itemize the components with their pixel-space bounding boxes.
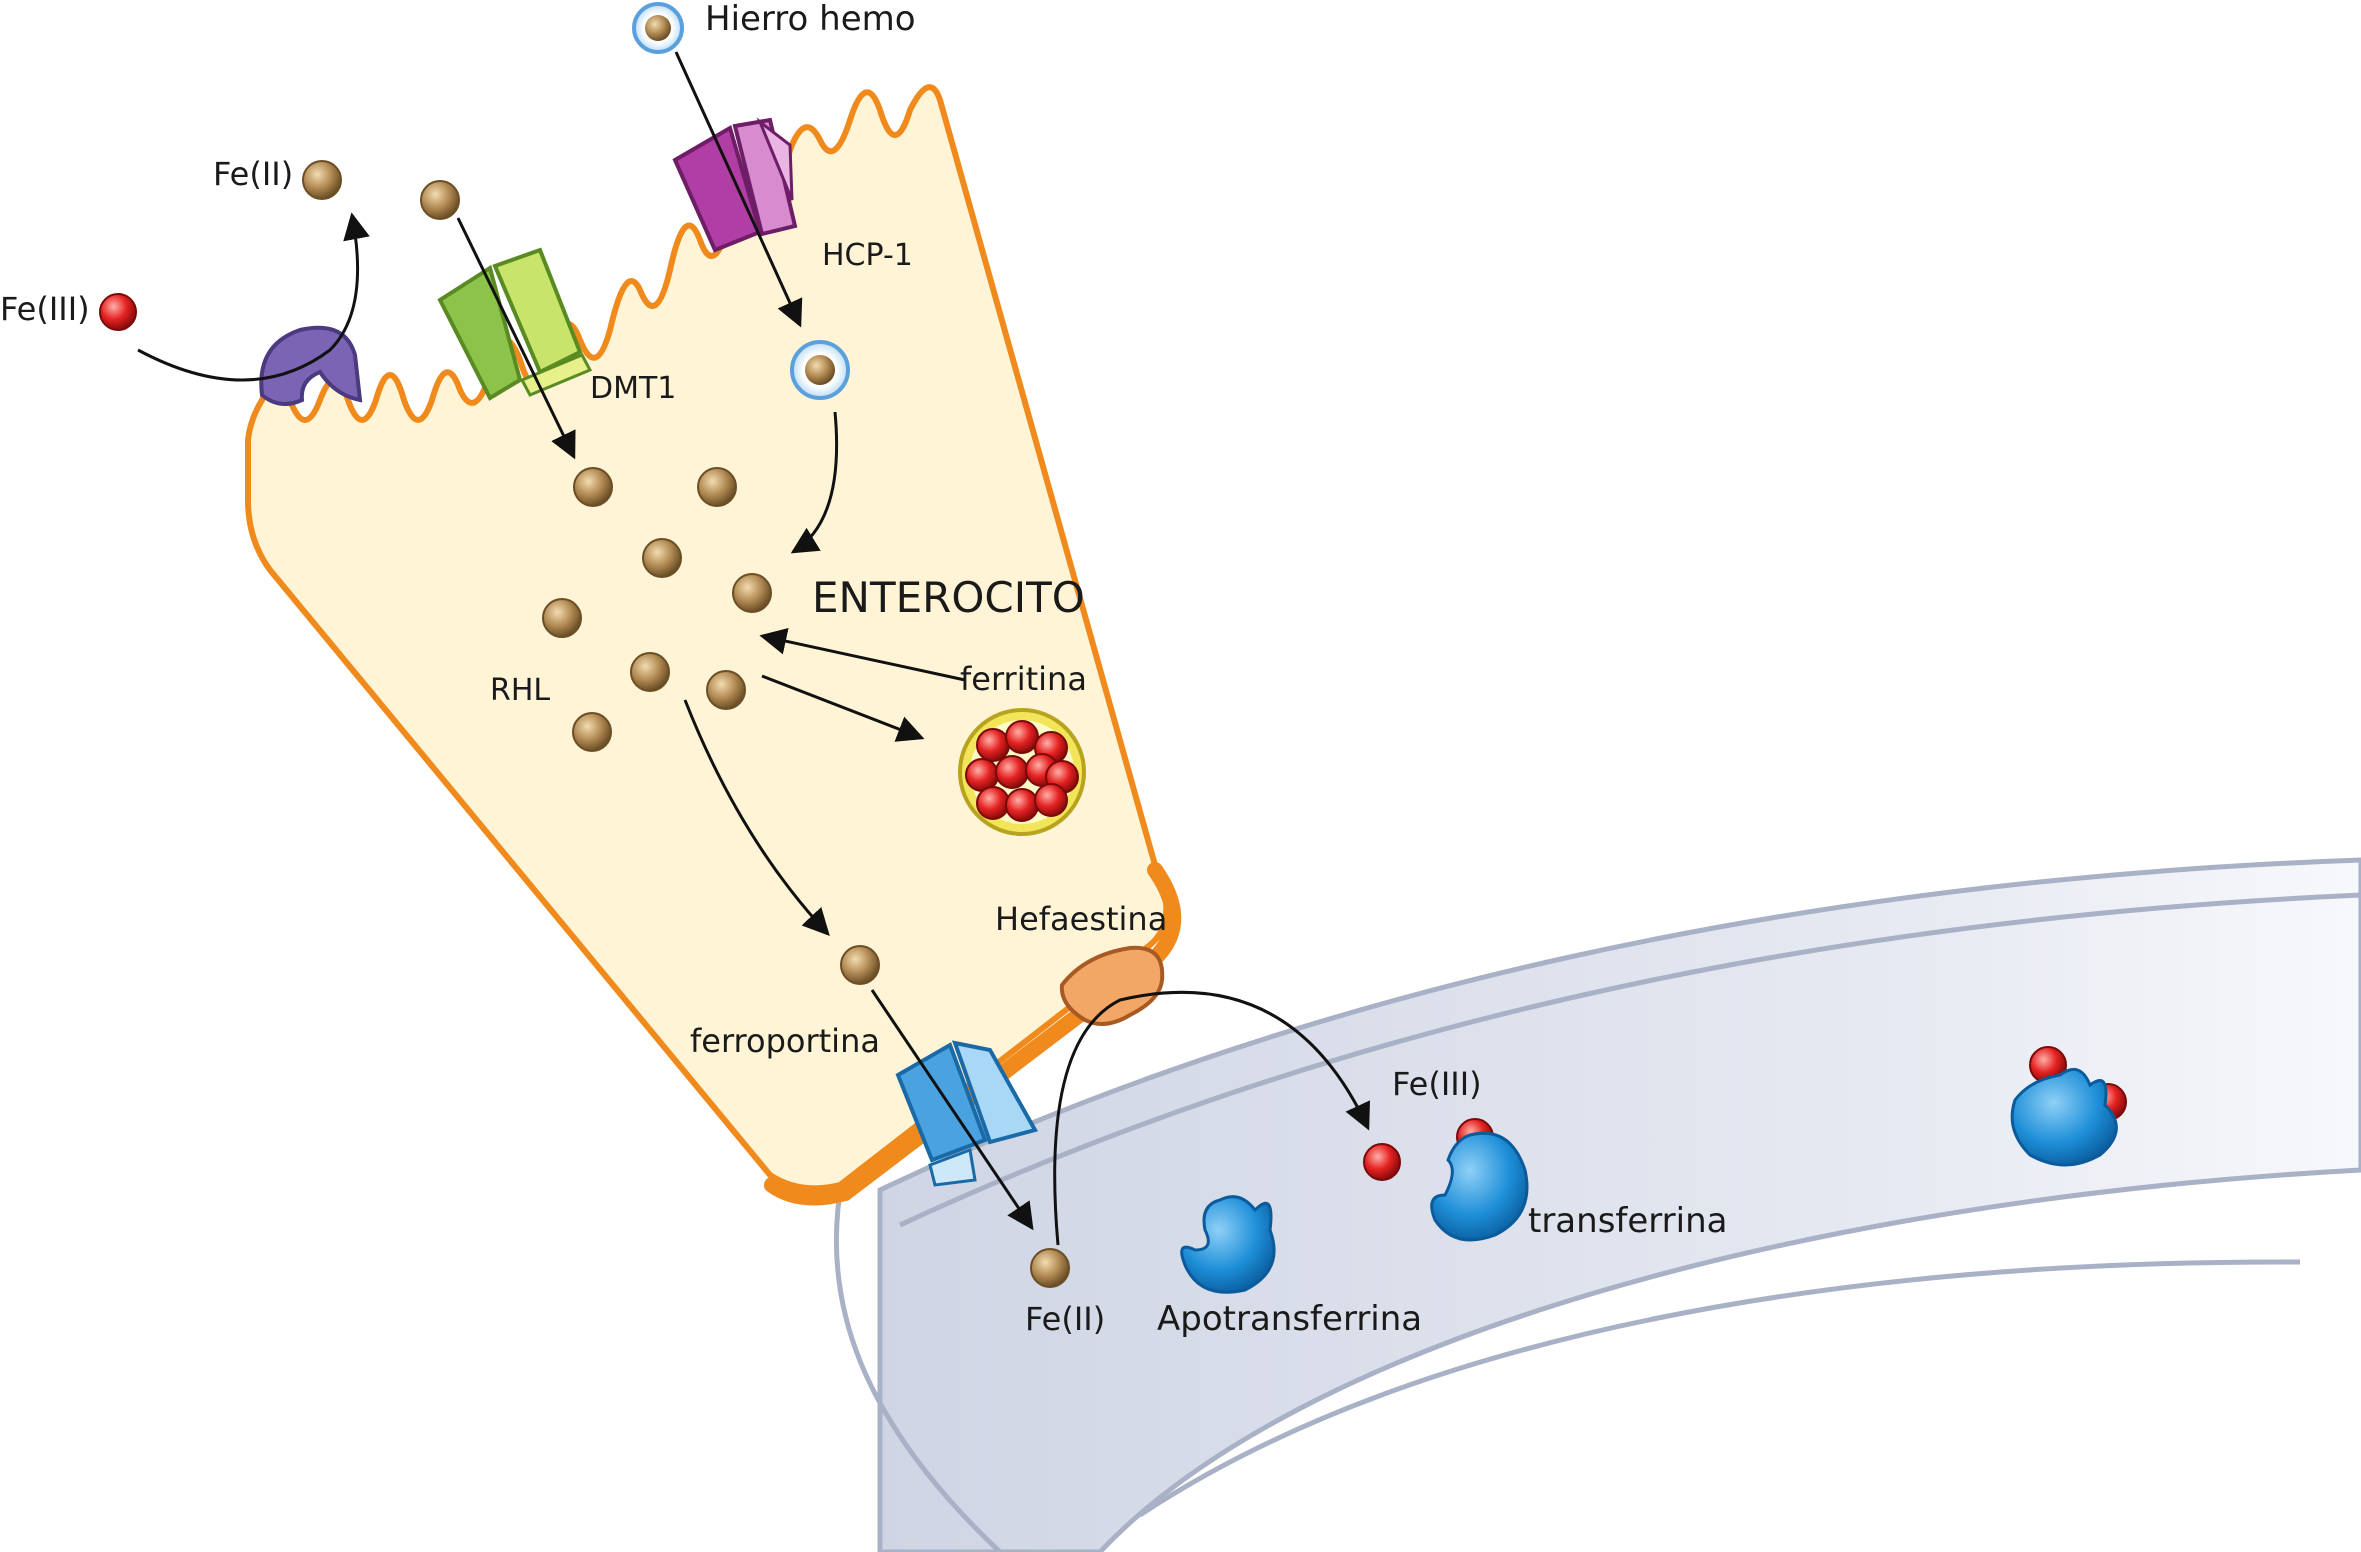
label-hierro-hemo: Hierro hemo bbox=[705, 0, 916, 39]
arrows bbox=[137, 51, 1370, 1246]
fe-ii-particle bbox=[706, 670, 746, 710]
fe-iii-particle bbox=[1363, 1143, 1401, 1181]
fe-ii-particle bbox=[697, 467, 737, 507]
fe-ii-particle bbox=[302, 160, 342, 200]
label-fe-iii-blood: Fe(III) bbox=[1392, 1065, 1482, 1103]
ferritin-iron-core bbox=[976, 786, 1010, 820]
apotransferrin-protein bbox=[1180, 1195, 1276, 1294]
enterocyte-cell bbox=[245, 84, 1170, 1192]
label-dmt1: DMT1 bbox=[590, 371, 676, 406]
ferritin-iron-core bbox=[976, 728, 1010, 762]
fe-ii-particle bbox=[840, 945, 880, 985]
heme-iron-top bbox=[632, 2, 684, 54]
hcp1-transporter bbox=[672, 117, 798, 253]
ferritin-iron-core bbox=[1034, 783, 1068, 817]
arrow-to-ferroportin bbox=[683, 699, 830, 936]
label-ferroportina: ferroportina bbox=[690, 1022, 880, 1060]
arrow-heme-uptake bbox=[674, 51, 803, 328]
fe-ii-particle bbox=[630, 652, 670, 692]
fe-ii-particle bbox=[573, 467, 613, 507]
label-hcp1: HCP-1 bbox=[822, 238, 913, 273]
label-ferritina: ferritina bbox=[960, 660, 1087, 698]
label-enterocito: ENTEROCITO bbox=[812, 573, 1085, 622]
arrow-ferritin-release bbox=[759, 627, 966, 682]
label-fe-ii-bottom: Fe(II) bbox=[1025, 1300, 1105, 1338]
iron-particles bbox=[99, 160, 2127, 1288]
dmt1-transporter bbox=[437, 247, 593, 401]
blood-vessel bbox=[833, 857, 2361, 1552]
arrow-dmt1-uptake bbox=[456, 217, 576, 460]
heme-iron-inner bbox=[790, 340, 850, 400]
fe-ii-particle bbox=[420, 180, 460, 220]
vessel-end bbox=[833, 1179, 1002, 1552]
arrow-ferroportin-export bbox=[870, 989, 1034, 1231]
transferrin-diferric-protein bbox=[2010, 1067, 2118, 1167]
arrow-heme-release bbox=[790, 411, 839, 554]
ferroportin-transporter bbox=[895, 1040, 1039, 1187]
vessel-inner-edge-bottom bbox=[1138, 1259, 2301, 1518]
label-apotransferrina: Apotransferrina bbox=[1157, 1299, 1422, 1339]
ferritin-iron-core bbox=[1005, 720, 1039, 754]
label-rhl: RHL bbox=[490, 673, 550, 708]
label-fe-ii-top: Fe(II) bbox=[213, 155, 293, 193]
arrow-fe3-reduction bbox=[137, 212, 370, 382]
ferritin-complex bbox=[958, 708, 1086, 836]
label-fe-iii-left: Fe(III) bbox=[0, 290, 90, 328]
transferrin-protein bbox=[1430, 1131, 1529, 1242]
fe-ii-particle bbox=[1030, 1248, 1070, 1288]
arrow-hephaestin-oxidation bbox=[1053, 990, 1370, 1246]
fe-ii-particle bbox=[572, 712, 612, 752]
ferritin-iron-core bbox=[995, 755, 1029, 789]
vessel-inner-edge-top bbox=[898, 892, 2361, 1228]
reductase-protein bbox=[259, 325, 363, 406]
vessel-wall bbox=[877, 857, 2361, 1552]
fe-ii-particle bbox=[542, 598, 582, 638]
arrow-ferritin-storage bbox=[761, 674, 925, 742]
fe-iii-particle bbox=[99, 293, 137, 331]
ferritin-iron-core bbox=[1005, 788, 1039, 822]
label-hefaestina: Hefaestina bbox=[995, 900, 1167, 938]
fe-ii-particle bbox=[642, 538, 682, 578]
fe-ii-particle bbox=[732, 573, 772, 613]
label-transferrina: transferrina bbox=[1528, 1201, 1727, 1241]
